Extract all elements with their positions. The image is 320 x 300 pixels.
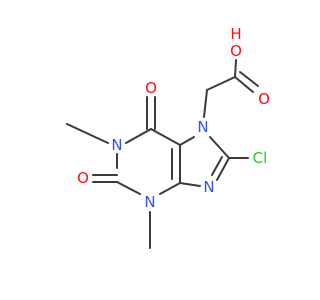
bonds bbox=[66, 59, 259, 249]
atom-o-top: O bbox=[230, 42, 242, 60]
atom-n1: N bbox=[111, 136, 122, 154]
atom-n9: N bbox=[203, 178, 214, 196]
bond-n3-c2 bbox=[116, 181, 141, 195]
bond-c8-n9-a bbox=[216, 157, 230, 181]
bond-c4-n3 bbox=[159, 182, 181, 195]
bond-n1-c6 bbox=[125, 128, 152, 144]
bond-n9-c4 bbox=[179, 182, 201, 187]
bond-ch2-cooh bbox=[206, 76, 236, 91]
bond-n7-ch2 bbox=[203, 89, 208, 118]
molecule-canvas: O H O O O N N N N Cl bbox=[66, 25, 270, 249]
structure-diagram: O H O O O N N N N Cl bbox=[66, 25, 270, 249]
atom-n3: N bbox=[144, 193, 155, 211]
atom-cl: Cl bbox=[253, 149, 268, 167]
atom-o-c2: O bbox=[77, 169, 89, 187]
atom-n7: N bbox=[197, 118, 208, 136]
bond-cooh-o-double-a bbox=[234, 76, 254, 93]
bond-c6-c5 bbox=[150, 128, 181, 146]
bond-cooh-o-double-b bbox=[239, 71, 259, 87]
bond-n7-c8 bbox=[209, 136, 230, 159]
bond-c5-n7 bbox=[179, 136, 195, 146]
atom-o-right: O bbox=[258, 90, 270, 108]
atom-labels: O H O O O N N N N Cl bbox=[77, 25, 270, 211]
bond-c8-n9-b bbox=[211, 156, 223, 176]
atom-h-top: H bbox=[230, 25, 241, 43]
bond-cooh-oh bbox=[234, 59, 237, 78]
bond-n1-methyl bbox=[66, 123, 109, 144]
atom-o-c6: O bbox=[145, 79, 157, 97]
